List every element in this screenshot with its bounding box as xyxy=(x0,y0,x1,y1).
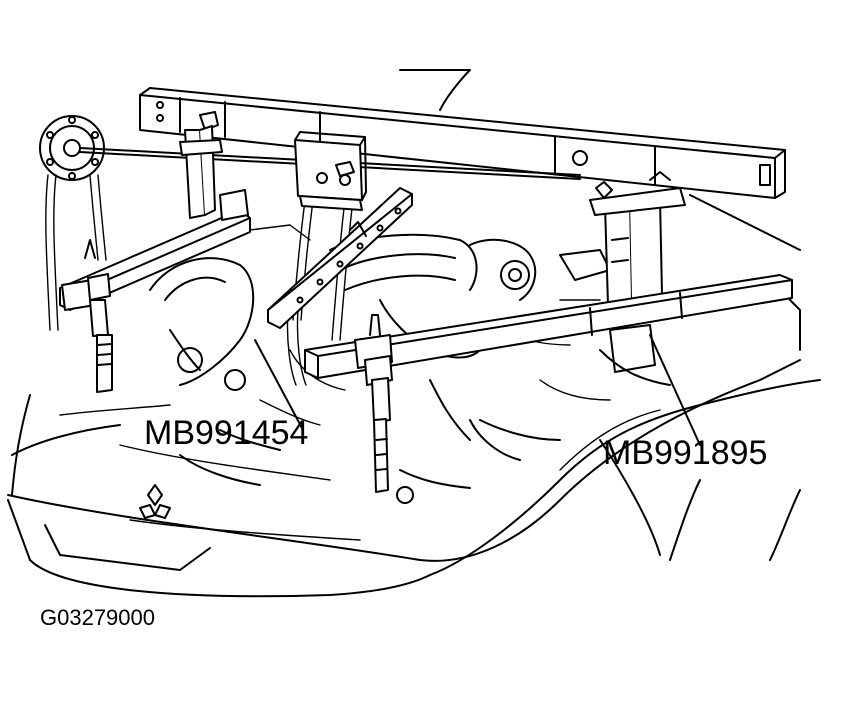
callout-mb991454: MB991454 xyxy=(144,414,309,452)
figure-code: G03279000 xyxy=(40,605,155,630)
vehicle-body xyxy=(7,69,821,598)
center-hanger xyxy=(294,131,367,211)
right-hanger xyxy=(589,171,686,306)
top-support-beam xyxy=(139,87,786,199)
diagonal-engine-hanger-bar xyxy=(267,187,413,329)
left-pulley xyxy=(39,115,581,181)
callout-leaders xyxy=(254,334,701,446)
engine-compartment xyxy=(149,224,671,504)
lifting-chains xyxy=(45,174,354,386)
front-cross-bar xyxy=(304,274,793,493)
left-hanger xyxy=(59,125,251,393)
diamond-logo-icon xyxy=(139,484,171,519)
callout-mb991895: MB991895 xyxy=(603,434,768,472)
